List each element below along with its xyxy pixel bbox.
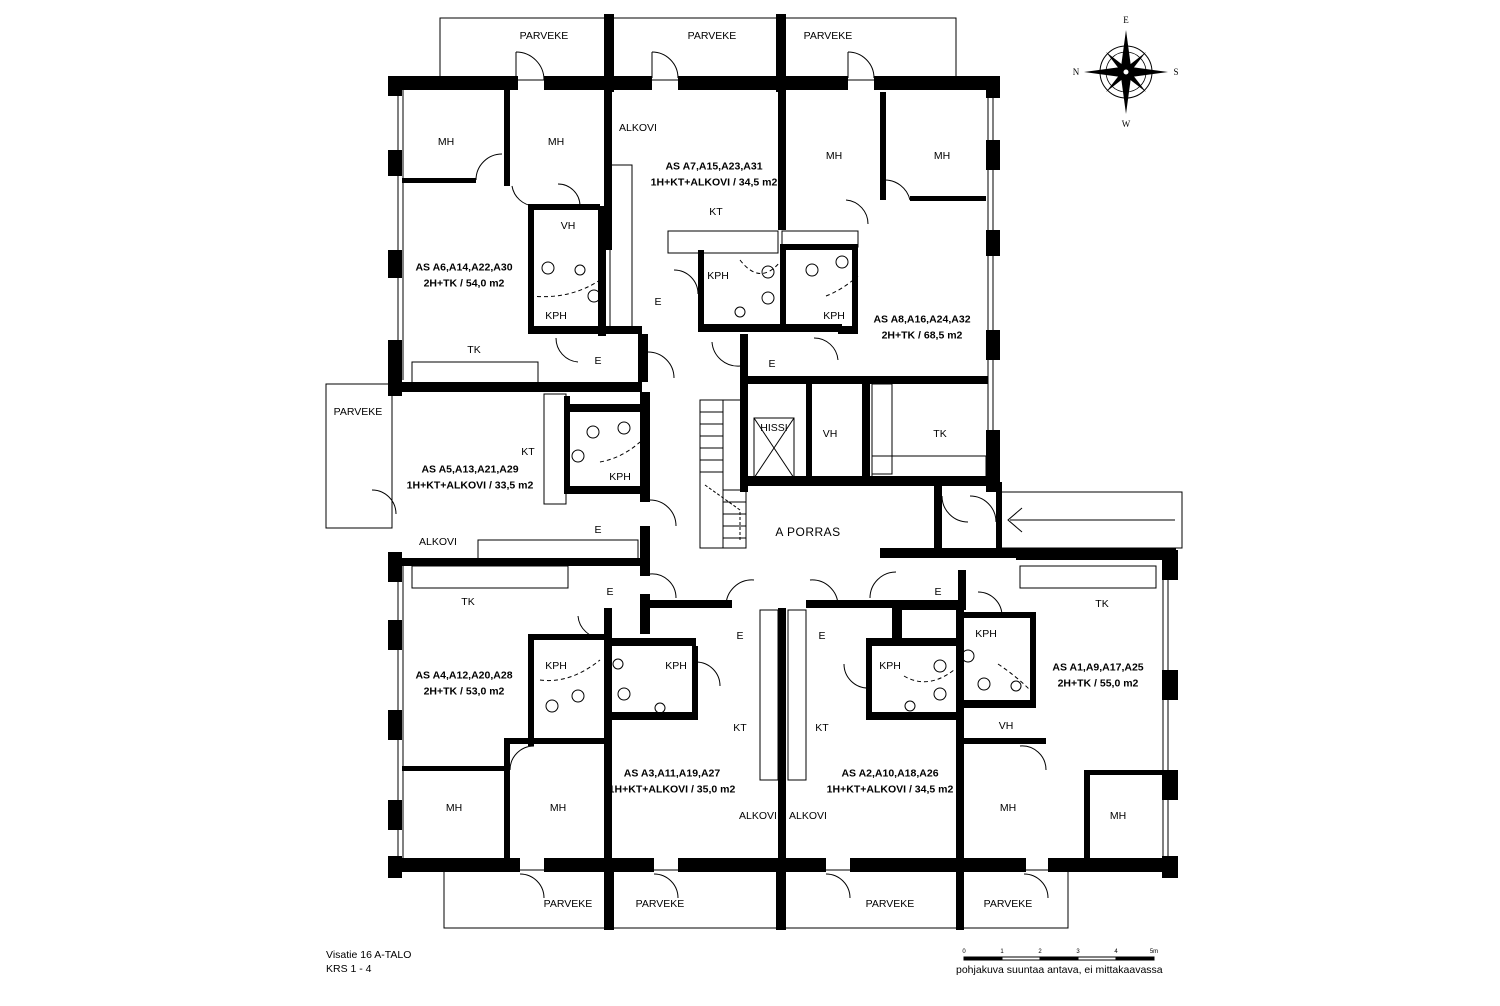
room-label-mh: MH bbox=[549, 801, 567, 814]
scale-tick-label: 5m bbox=[1149, 949, 1159, 955]
balcony-outline bbox=[325, 383, 393, 529]
compass-label-w: W bbox=[1121, 119, 1131, 129]
room-label-mh: MH bbox=[445, 801, 463, 814]
compass-label-s: S bbox=[1173, 67, 1179, 77]
room-label-kph: KPH bbox=[665, 659, 687, 672]
room-label-mh: MH bbox=[933, 149, 951, 162]
scale-tick-label: 2 bbox=[1038, 949, 1042, 955]
scale-tick-label: 4 bbox=[1114, 949, 1118, 955]
room-label-kt: KT bbox=[815, 721, 829, 734]
compass-rose-icon bbox=[1084, 30, 1168, 114]
room-label-e: E bbox=[934, 585, 942, 598]
room-label-alkovi: ALKOVI bbox=[789, 809, 827, 822]
room-label-kph: KPH bbox=[823, 309, 845, 322]
room-label-parveke: PARVEKE bbox=[687, 29, 737, 42]
room-label-kt: KT bbox=[521, 445, 535, 458]
room-label-e: E bbox=[818, 629, 826, 642]
room-label-parveke: PARVEKE bbox=[803, 29, 853, 42]
room-label-vh: VH bbox=[822, 427, 838, 440]
room-label-kph: KPH bbox=[545, 659, 567, 672]
room-label-tk: TK bbox=[467, 343, 481, 356]
room-label-tk: TK bbox=[1095, 597, 1109, 610]
balcony-outline bbox=[779, 17, 957, 81]
room-label-hissi: HISSI bbox=[760, 421, 788, 434]
room-label-tk: TK bbox=[933, 427, 947, 440]
room-label-e: E bbox=[768, 357, 776, 370]
room-label-kt: KT bbox=[733, 721, 747, 734]
address: Visatie 16 A-TALO bbox=[326, 949, 412, 961]
room-label-mh: MH bbox=[999, 801, 1017, 814]
room-label-e: E bbox=[736, 629, 744, 642]
room-label-parveke: PARVEKE bbox=[635, 897, 685, 910]
room-label-parveke: PARVEKE bbox=[865, 897, 915, 910]
room-label-e: E bbox=[594, 354, 602, 367]
scale-tick-label: 3 bbox=[1076, 949, 1080, 955]
room-label-e: E bbox=[606, 585, 614, 598]
project-info: Visatie 16 A-TALO KRS 1 - 4 bbox=[326, 948, 411, 976]
room-label-kph: KPH bbox=[879, 659, 901, 672]
room-label-parveke: PARVEKE bbox=[543, 897, 593, 910]
room-label-kph: KPH bbox=[545, 309, 567, 322]
room-label-parveke: PARVEKE bbox=[983, 897, 1033, 910]
room-label-mh: MH bbox=[547, 135, 565, 148]
room-label-kph: KPH bbox=[707, 269, 729, 282]
balcony-outline bbox=[609, 17, 781, 81]
room-label-tk: TK bbox=[461, 595, 475, 608]
room-label-kt: KT bbox=[709, 205, 723, 218]
scale-tick-label: 1 bbox=[1000, 949, 1004, 955]
room-label-parveke: PARVEKE bbox=[333, 405, 383, 418]
room-label-mh: MH bbox=[825, 149, 843, 162]
room-label-kph: KPH bbox=[975, 627, 997, 640]
compass-label-n: N bbox=[1072, 67, 1080, 77]
room-label-mh: MH bbox=[1109, 809, 1127, 822]
stairwell-label: A PORRAS bbox=[775, 525, 841, 539]
compass-label-e: E bbox=[1123, 15, 1129, 25]
room-label-vh: VH bbox=[560, 219, 576, 232]
scale-tick-label: 0 bbox=[962, 949, 966, 955]
balcony-outline bbox=[439, 17, 611, 81]
room-label-alkovi: ALKOVI bbox=[619, 121, 657, 134]
room-label-e: E bbox=[654, 295, 662, 308]
floors: KRS 1 - 4 bbox=[326, 963, 372, 976]
room-label-vh: VH bbox=[998, 719, 1014, 732]
room-label-alkovi: ALKOVI bbox=[739, 809, 777, 822]
room-label-mh: MH bbox=[437, 135, 455, 148]
room-label-alkovi: ALKOVI bbox=[419, 535, 457, 548]
room-label-parveke: PARVEKE bbox=[519, 29, 569, 42]
room-label-e: E bbox=[594, 523, 602, 536]
disclaimer: pohjakuva suuntaa antava, ei mittakaavas… bbox=[956, 964, 1163, 976]
room-label-kph: KPH bbox=[609, 470, 631, 483]
scale-bar bbox=[963, 956, 1155, 961]
